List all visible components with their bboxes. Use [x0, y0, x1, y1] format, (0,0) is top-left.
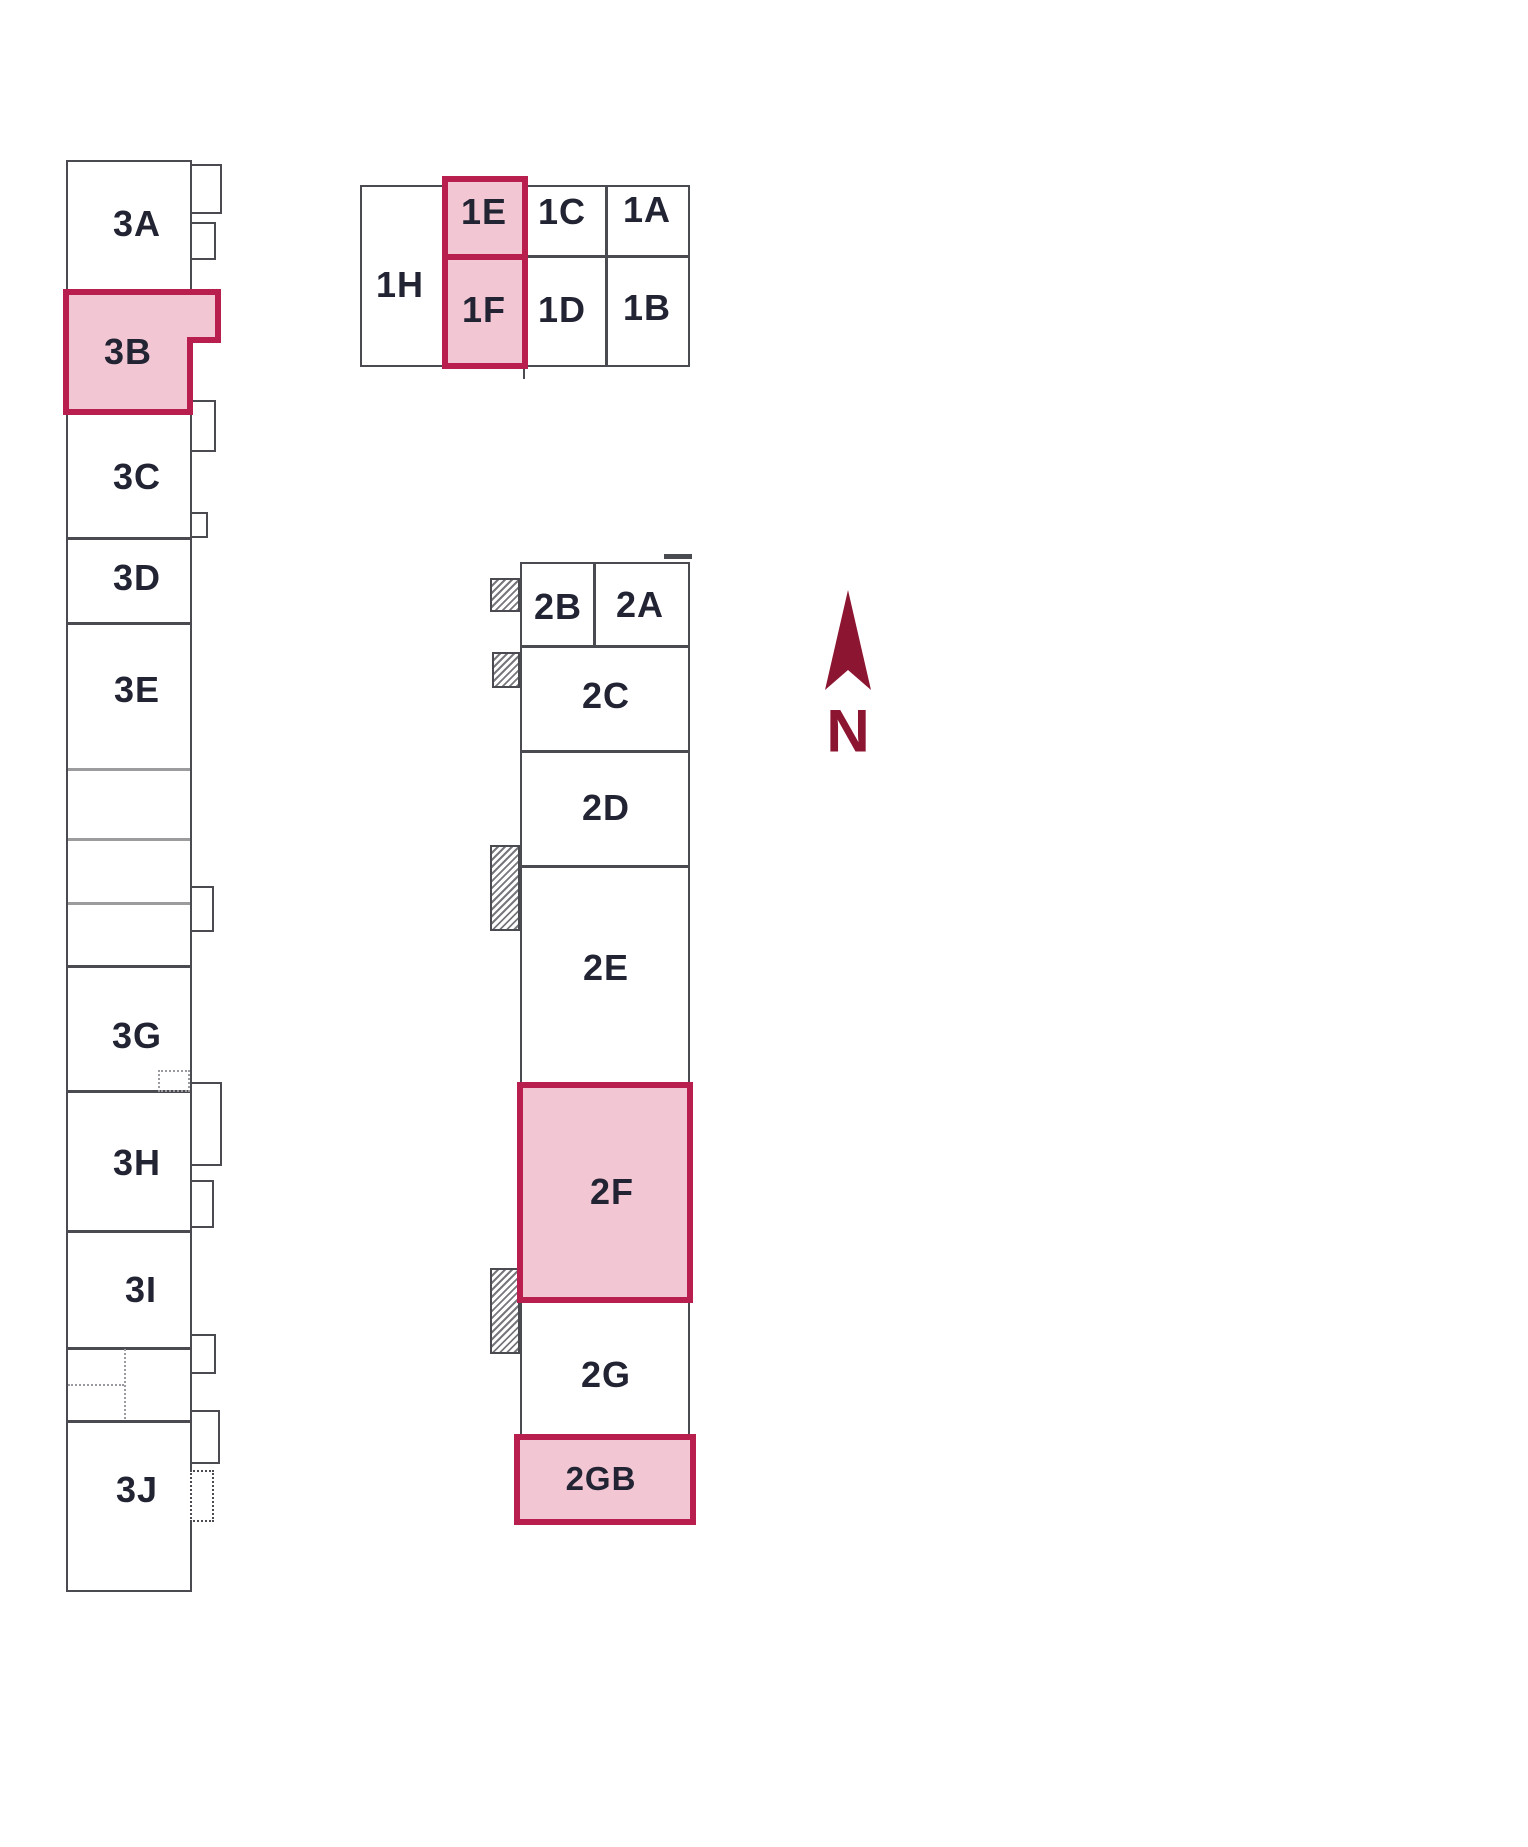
bay-window: [190, 164, 222, 214]
unit-3i-label: 3I: [124, 1269, 158, 1310]
bay-window: [190, 222, 216, 260]
unit-3j-label: 3J: [115, 1469, 159, 1510]
stair-hatch: [490, 1268, 520, 1354]
unit-2gb-highlight[interactable]: [514, 1434, 696, 1525]
building3-outline: [66, 160, 192, 1592]
unit-3b-label: 3B: [103, 331, 153, 372]
scan-tick: [664, 554, 692, 559]
unit-1h-label: 1H: [375, 264, 425, 305]
room-divider: [68, 1347, 190, 1350]
unit-2a-label: 2A: [615, 584, 665, 625]
room-divider: [68, 1420, 190, 1423]
north-label: N: [826, 697, 870, 765]
unit-1a-label: 1A: [622, 189, 672, 230]
scan-detail: [124, 1349, 126, 1419]
stair-hatch: [490, 845, 520, 931]
unit-3a-label: 3A: [112, 203, 162, 244]
room-divider: [522, 645, 688, 648]
unit-2g-label: 2G: [580, 1354, 632, 1395]
unit-1e-highlight[interactable]: [442, 176, 528, 260]
room-divider: [68, 768, 190, 771]
room-divider: [68, 965, 190, 968]
unit-1f-label: 1F: [461, 289, 507, 330]
room-divider: [68, 537, 190, 540]
room-divider: [445, 255, 690, 258]
bay-window: [190, 1180, 214, 1228]
unit-1e-label: 1E: [460, 191, 508, 232]
room-divider: [522, 750, 688, 753]
unit-2d-label: 2D: [581, 787, 631, 828]
bay-window: [190, 886, 214, 932]
unit-2f-highlight[interactable]: [517, 1082, 693, 1303]
room-divider: [68, 902, 190, 905]
scan-tick: [523, 367, 525, 379]
unit-2gb-label: 2GB: [565, 1460, 637, 1497]
unit-3b-highlight[interactable]: [63, 289, 221, 415]
unit-2f-label: 2F: [589, 1171, 635, 1212]
stair-hatch: [490, 578, 520, 612]
room-divider: [605, 187, 608, 365]
bay-window: [190, 1470, 214, 1522]
unit-3h-label: 3H: [112, 1142, 162, 1183]
bay-window: [190, 1410, 220, 1464]
room-divider: [68, 1090, 190, 1093]
bay-window: [190, 1334, 216, 1374]
unit-1c-label: 1C: [537, 191, 587, 232]
unit-3e-label: 3E: [113, 669, 161, 710]
unit-2b-label: 2B: [533, 586, 583, 627]
unit-3d-label: 3D: [112, 557, 162, 598]
scan-detail: [158, 1070, 190, 1092]
unit-3c-label: 3C: [112, 456, 162, 497]
room-divider: [68, 622, 190, 625]
unit-3g-label: 3G: [111, 1015, 163, 1056]
stair-hatch: [492, 652, 520, 688]
bay-window: [190, 512, 208, 538]
unit-1b-label: 1B: [622, 287, 672, 328]
unit-2c-label: 2C: [581, 675, 631, 716]
scan-detail: [68, 1384, 124, 1386]
room-divider: [68, 1230, 190, 1233]
room-divider: [68, 838, 190, 841]
bay-window: [190, 1082, 222, 1166]
unit-1f-highlight[interactable]: [442, 254, 528, 369]
room-divider: [593, 564, 596, 645]
room-divider: [522, 865, 688, 868]
north-arrow-icon: [825, 590, 871, 690]
unit-2e-label: 2E: [582, 947, 630, 988]
bay-window: [190, 400, 216, 452]
unit-1d-label: 1D: [537, 289, 587, 330]
